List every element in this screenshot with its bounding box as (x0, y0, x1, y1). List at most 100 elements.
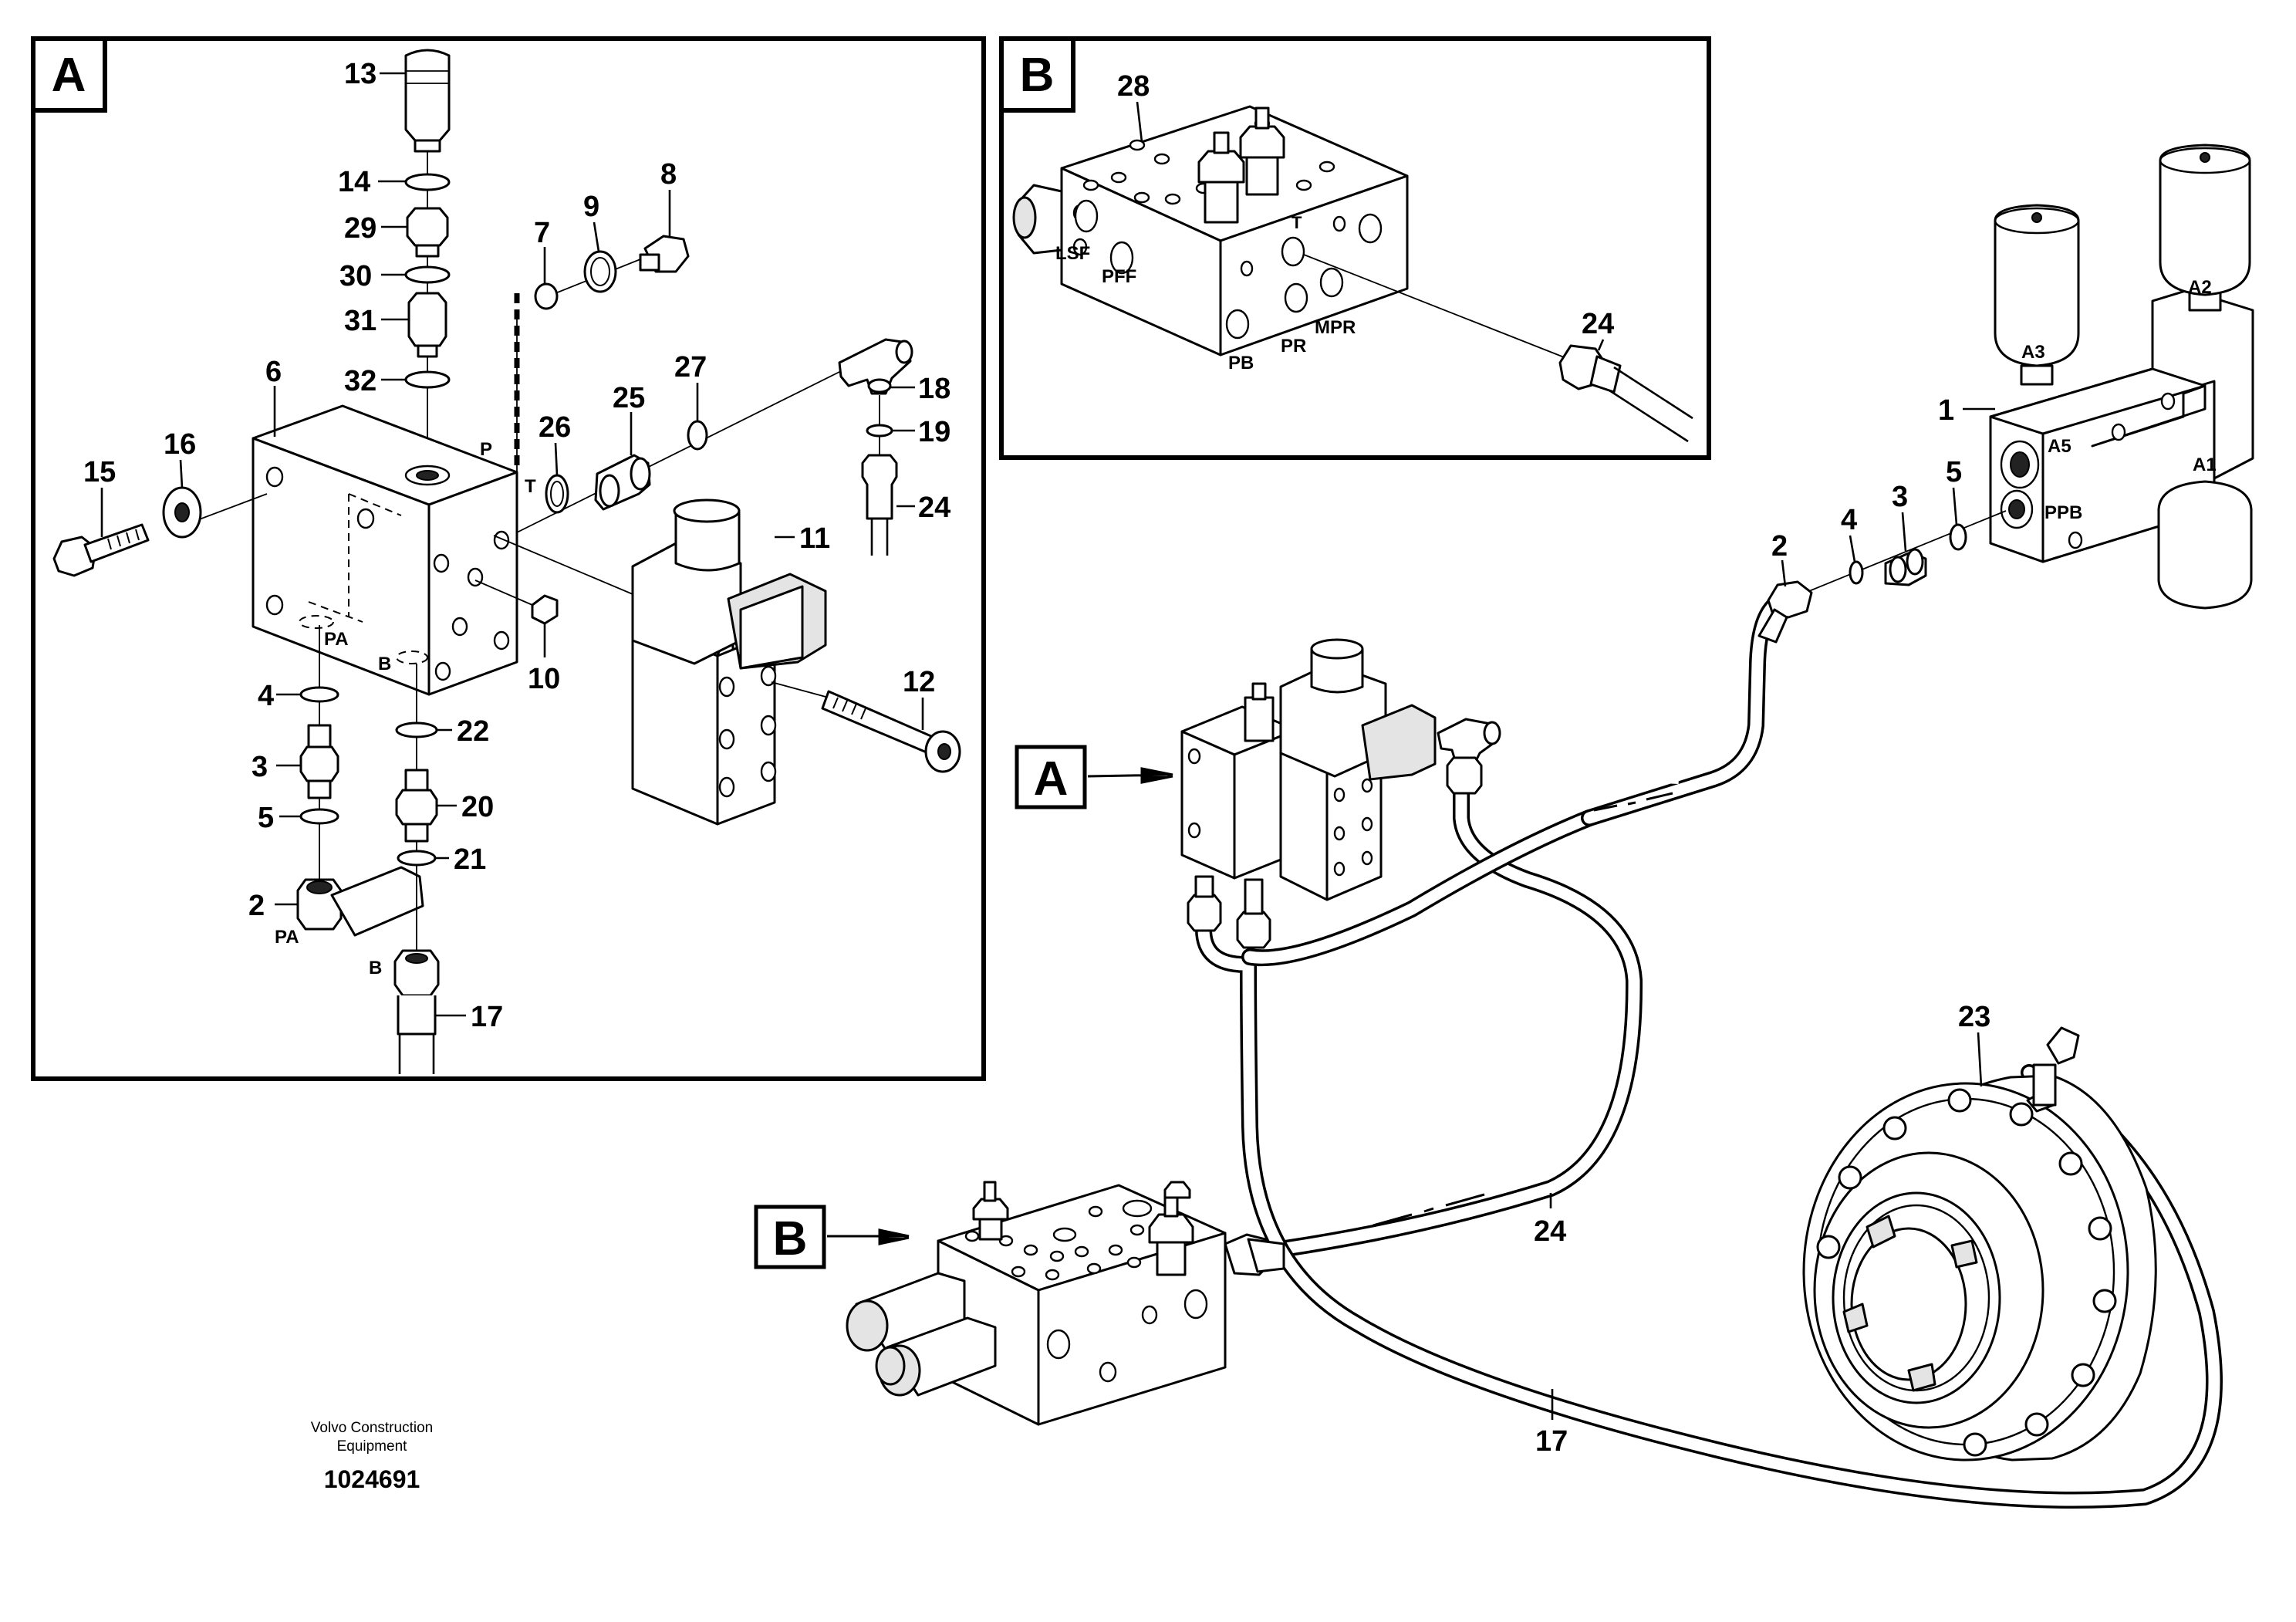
callout-26: 26 (539, 411, 571, 444)
panel-b-hose-24 (1303, 254, 1693, 443)
top-fitting-stack (404, 49, 451, 478)
callout-30: 30 (339, 260, 372, 292)
brake-flange-bolts (1816, 1088, 2117, 1457)
callout-4: 4 (258, 680, 274, 712)
port-lsf: LSF (1055, 243, 1090, 264)
panel-a: A (31, 36, 986, 1081)
port-pa: PA (324, 629, 349, 650)
t-port-fittings (516, 338, 913, 556)
port-t: T (525, 476, 536, 497)
callout-2-overview: 2 (1771, 530, 1788, 563)
panel-b: B (999, 36, 1711, 460)
port-p: P (480, 439, 492, 460)
port-pa-lower: PA (275, 927, 299, 948)
nipple-20 (395, 789, 438, 826)
callout-12: 12 (903, 666, 935, 698)
credit-line-1: Volvo Construction (311, 1420, 433, 1436)
o-ring-30 (404, 265, 451, 284)
brake-23 (1802, 1026, 2157, 1461)
callout-9: 9 (583, 191, 599, 223)
port-mpr: MPR (1315, 317, 1356, 338)
panel-a-callouts: 13 14 29 30 31 32 8 9 7 6 16 15 26 (83, 58, 950, 1033)
pa-fitting-stack (296, 625, 424, 937)
panel-a-letter: A (52, 49, 86, 102)
callout-24-panel-b: 24 (1582, 308, 1614, 340)
hoses (1195, 592, 2223, 1509)
panel-b-letter: B (1020, 49, 1055, 102)
tag-a-letter: A (1034, 752, 1069, 806)
bolt-washer-group (52, 486, 268, 577)
o-ring-22 (395, 721, 438, 738)
port-pr: PR (1281, 336, 1306, 357)
coupling-13 (404, 49, 451, 142)
port-pff: PFF (1102, 266, 1136, 287)
plug-10 (474, 580, 559, 625)
credit-line-2: Equipment (337, 1438, 408, 1455)
callout-3: 3 (252, 751, 268, 783)
o-ring-9 (583, 250, 617, 293)
callout-32: 32 (344, 365, 376, 397)
o-ring-32 (404, 370, 451, 389)
figure-credit: Volvo Construction Equipment 1024691 (311, 1420, 433, 1493)
o-ring-19 (866, 424, 893, 438)
callout-17-overview: 17 (1535, 1425, 1568, 1458)
callout-28: 28 (1117, 70, 1150, 103)
overview-brake-valve-block (846, 1181, 1285, 1426)
port-t-b: T (1292, 213, 1302, 232)
plug-7 (534, 282, 559, 310)
plug-group-7-9-8 (514, 235, 690, 478)
valve-block-28 (1012, 105, 1409, 357)
callout-31: 31 (344, 305, 376, 337)
panel-b-frame (999, 36, 1711, 460)
nipple-3 (299, 745, 339, 782)
port-a1: A1 (2193, 454, 2217, 475)
panel-a-letter-box (31, 36, 107, 113)
callout-11: 11 (799, 522, 830, 555)
callout-24-overview: 24 (1534, 1215, 1566, 1248)
tag-b-letter: B (773, 1212, 808, 1265)
port-a3: A3 (2021, 342, 2045, 363)
callout-22: 22 (457, 715, 489, 748)
port-b: B (378, 654, 391, 674)
tag-b: B (754, 1205, 910, 1269)
hose-end-24 (861, 454, 898, 520)
panel-b-callouts: 28 24 LSF PFF T PB PR MPR (1055, 70, 1614, 373)
callout-3-overview: 3 (1892, 481, 1908, 513)
callout-5: 5 (258, 802, 274, 834)
o-ring-27 (687, 420, 708, 451)
bolt-12 (771, 681, 961, 773)
valve-block-6 (252, 404, 518, 696)
port-a5: A5 (2048, 436, 2071, 457)
solenoid-11 (493, 498, 827, 826)
overview-callouts: 1 2 4 3 5 23 24 17 A3 A2 A5 A1 PPB (1534, 277, 2217, 1458)
callout-17: 17 (471, 1001, 503, 1033)
tag-a: A (1015, 745, 1173, 809)
callout-6: 6 (265, 356, 282, 388)
panel-b-letter-box (999, 36, 1075, 113)
bolt-15-shank (83, 523, 150, 563)
callout-19: 19 (918, 416, 950, 448)
overview-assembly: A (754, 144, 2254, 1509)
callout-29: 29 (344, 212, 376, 245)
callout-21: 21 (454, 843, 486, 876)
callout-27: 27 (674, 351, 707, 384)
callout-20: 20 (461, 791, 494, 823)
callout-14: 14 (338, 166, 370, 198)
elbow-2 (296, 878, 343, 931)
port-pb: PB (1228, 353, 1254, 373)
port-ppb: PPB (2044, 502, 2082, 523)
accumulator-inlet-fittings (1757, 510, 2007, 644)
callout-10: 10 (528, 663, 560, 695)
callout-1: 1 (1938, 394, 1954, 427)
callout-7: 7 (534, 217, 550, 249)
accumulator-block-1 (1989, 144, 2254, 610)
o-ring-4 (299, 686, 339, 703)
port-b-lower: B (369, 958, 382, 978)
callout-2: 2 (248, 890, 265, 922)
callout-25: 25 (613, 382, 645, 414)
callout-13: 13 (344, 58, 376, 90)
nipple-29 (406, 207, 449, 247)
overview-solenoid-valve (1180, 638, 1501, 949)
callout-24: 24 (918, 492, 950, 524)
